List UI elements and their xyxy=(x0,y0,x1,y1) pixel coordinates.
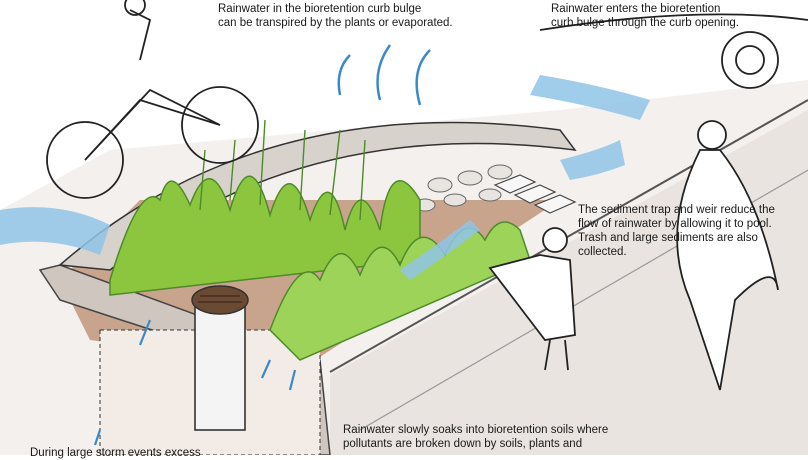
caption-transpiration: Rainwater in the bioretention curb bulge… xyxy=(218,3,453,29)
pedestrian-adult xyxy=(676,120,779,391)
pedestrian-child xyxy=(488,227,576,371)
sediment-weir xyxy=(493,174,577,214)
caption-curb-opening: Rainwater enters the bioretention curb b… xyxy=(551,3,739,29)
sidewalk-edge xyxy=(329,99,808,373)
cyclist-sketch xyxy=(46,0,259,199)
overflow-drain xyxy=(191,285,249,431)
evaporation-arrows xyxy=(337,44,431,106)
parked-car-sketch xyxy=(539,13,808,89)
caption-soil-infiltration: Rainwater slowly soaks into bioretention… xyxy=(343,424,609,450)
curb-bulge-wall xyxy=(38,264,331,455)
infiltration-arrows xyxy=(93,319,297,446)
rainwater-flow xyxy=(0,75,650,280)
caption-storm-overflow: During large storm events excess xyxy=(30,447,201,459)
bioretention-plants xyxy=(109,119,531,361)
sediment-stones xyxy=(414,164,513,212)
caption-sediment-trap: The sediment trap and weir reduce the fl… xyxy=(578,204,775,258)
